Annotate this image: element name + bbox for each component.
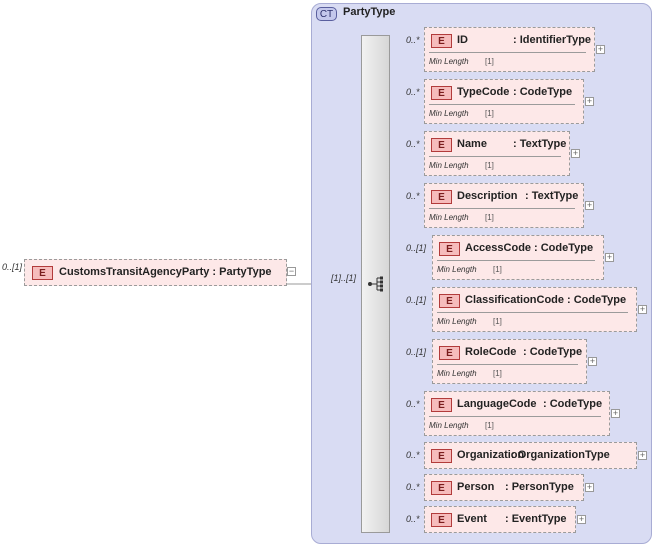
facet-separator: [429, 52, 586, 53]
cardinality-id: 0..*: [406, 35, 420, 45]
cardinality-rolecode: 0..[1]: [406, 347, 427, 357]
facet-value: [1]: [493, 265, 502, 274]
facet-value: [1]: [485, 421, 494, 430]
expand-icon[interactable]: +: [585, 482, 594, 492]
element-badge: E: [431, 398, 452, 412]
element-type: : TextType: [513, 138, 567, 150]
facet-label: Min Length: [437, 317, 477, 326]
expand-icon[interactable]: +: [611, 408, 620, 418]
element-name: Event: [457, 513, 487, 525]
expand-icon[interactable]: +: [585, 96, 594, 106]
facet-label: Min Length: [429, 109, 469, 118]
element-type: : OrganizationType: [511, 449, 610, 461]
expand-icon[interactable]: +: [585, 200, 594, 210]
facet-value: [1]: [493, 317, 502, 326]
collapse-icon[interactable]: −: [287, 266, 296, 276]
facet-label: Min Length: [429, 57, 469, 66]
expand-icon[interactable]: +: [588, 356, 597, 366]
expand-icon[interactable]: +: [596, 44, 605, 54]
element-name: Person: [457, 481, 495, 493]
facet-label: Min Length: [429, 421, 469, 430]
element-badge: E: [431, 34, 452, 48]
element-event[interactable]: E Event : EventType: [424, 506, 576, 533]
element-badge: E: [32, 266, 53, 280]
element-name: ClassificationCode: [465, 294, 565, 306]
facet-separator: [429, 104, 575, 105]
element-type: : EventType: [505, 513, 567, 525]
element-badge: E: [431, 513, 452, 527]
facet-label: Min Length: [437, 369, 477, 378]
root-element-name: CustomsTransitAgencyParty : PartyType: [59, 266, 272, 278]
element-name: Description: [457, 190, 518, 202]
element-type: : CodeType: [523, 346, 583, 358]
expand-icon[interactable]: +: [638, 304, 647, 314]
element-name: LanguageCode: [457, 398, 537, 410]
facet-label: Min Length: [429, 213, 469, 222]
sequence-icon: [368, 276, 383, 292]
root-cardinality: 0..[1]: [2, 262, 23, 272]
cardinality-accesscode: 0..[1]: [406, 243, 427, 253]
expand-icon[interactable]: +: [577, 514, 586, 524]
expand-icon[interactable]: +: [638, 450, 647, 460]
cardinality-languagecode: 0..*: [406, 399, 420, 409]
element-badge: E: [431, 481, 452, 495]
sequence-cardinality: [1]..[1]: [331, 273, 357, 283]
element-type: : CodeType: [543, 398, 603, 410]
expand-icon[interactable]: +: [605, 252, 614, 262]
facet-separator: [437, 260, 595, 261]
cardinality-description: 0..*: [406, 191, 420, 201]
element-name: Organization: [457, 449, 525, 461]
facet-value: [1]: [485, 213, 494, 222]
element-badge: E: [431, 449, 452, 463]
element-badge: E: [431, 86, 452, 100]
cardinality-name: 0..*: [406, 139, 420, 149]
element-name: ID: [457, 34, 468, 46]
expand-icon[interactable]: +: [571, 148, 580, 158]
facet-value: [1]: [485, 161, 494, 170]
element-type: : CodeType: [534, 242, 594, 254]
facet-value: [1]: [493, 369, 502, 378]
cardinality-person: 0..*: [406, 482, 420, 492]
complex-type-title: PartyType: [343, 6, 396, 18]
element-name: AccessCode: [465, 242, 532, 254]
element-person[interactable]: E Person : PersonType: [424, 474, 584, 501]
element-name: TypeCode: [457, 86, 510, 98]
cardinality-typecode: 0..*: [406, 87, 420, 97]
element-type: : CodeType: [513, 86, 573, 98]
facet-separator: [429, 416, 601, 417]
element-type: : TextType: [525, 190, 579, 202]
element-badge: E: [431, 138, 452, 152]
facet-label: Min Length: [437, 265, 477, 274]
cardinality-event: 0..*: [406, 514, 420, 524]
element-badge: E: [439, 294, 460, 308]
facet-value: [1]: [485, 109, 494, 118]
element-name: Name: [457, 138, 487, 150]
facet-separator: [437, 364, 578, 365]
element-badge: E: [439, 346, 460, 360]
element-organization[interactable]: E Organization: OrganizationType: [424, 442, 637, 469]
element-name: RoleCode: [465, 346, 517, 358]
element-type: : PersonType: [505, 481, 574, 493]
cardinality-organization: 0..*: [406, 450, 420, 460]
facet-label: Min Length: [429, 161, 469, 170]
element-type: : CodeType: [567, 294, 627, 306]
ct-badge: CT: [316, 7, 337, 21]
root-element[interactable]: E CustomsTransitAgencyParty : PartyType: [24, 259, 287, 286]
element-badge: E: [439, 242, 460, 256]
facet-value: [1]: [485, 57, 494, 66]
element-type: : IdentifierType: [513, 34, 592, 46]
facet-separator: [437, 312, 628, 313]
facet-separator: [429, 156, 561, 157]
facet-separator: [429, 208, 575, 209]
element-badge: E: [431, 190, 452, 204]
cardinality-classificationcode: 0..[1]: [406, 295, 427, 305]
